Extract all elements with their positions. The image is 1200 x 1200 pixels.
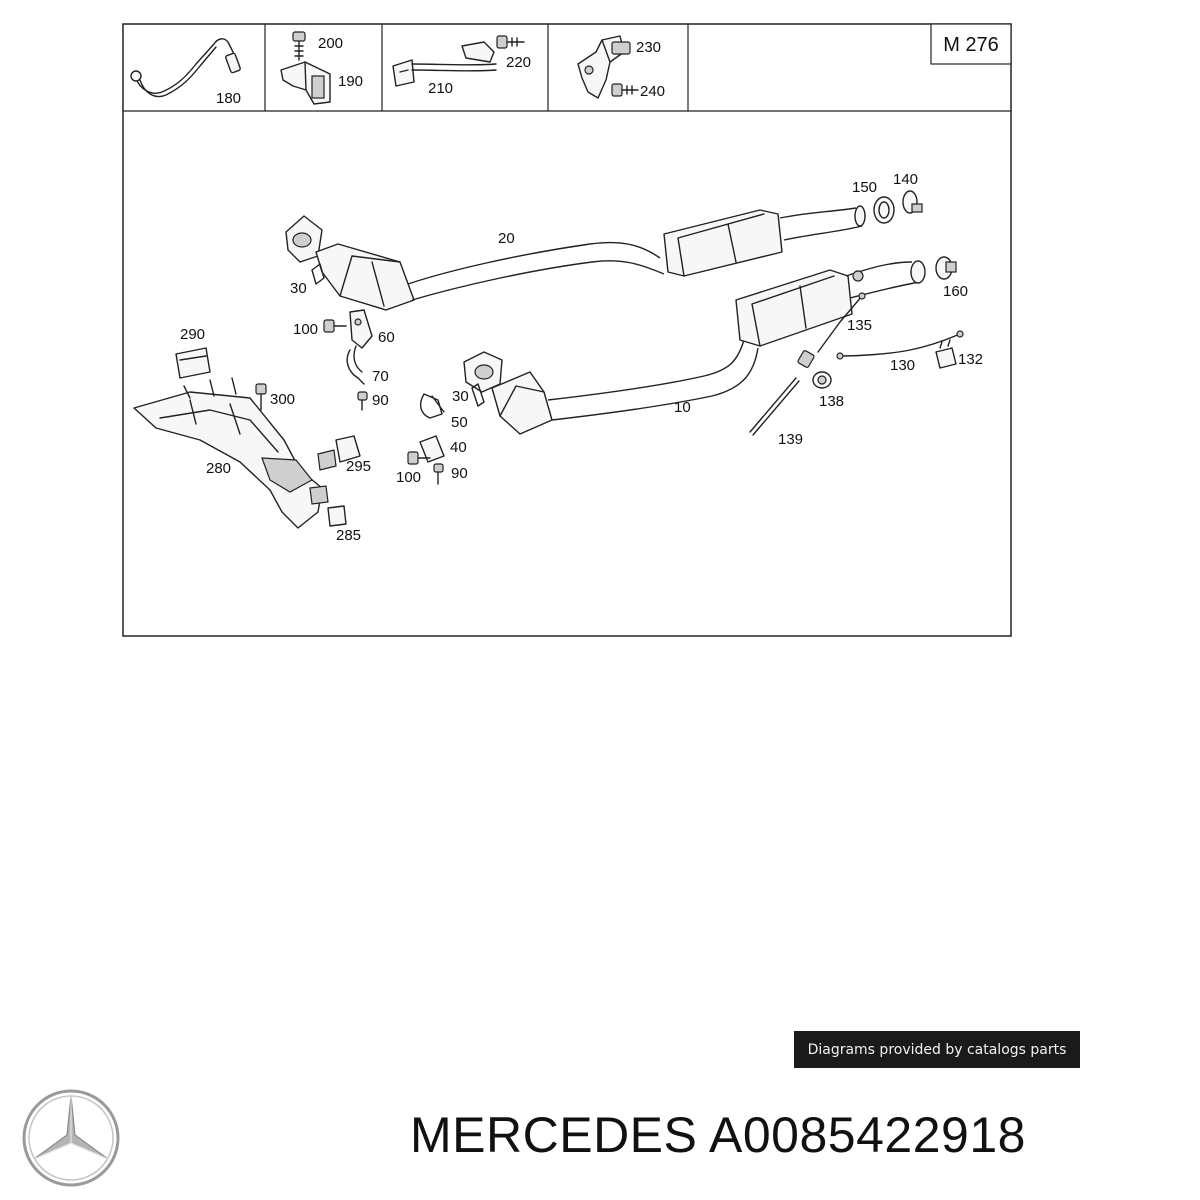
- callout-230: 230: [636, 39, 661, 56]
- part-30-gasket-upper: [311, 263, 325, 285]
- part-20-upper-exhaust: [285, 205, 866, 311]
- callout-140: 140: [893, 171, 918, 188]
- part-number: A0085422918: [709, 1107, 1026, 1163]
- callout-40: 40: [450, 439, 467, 456]
- part-139-strap: [749, 377, 800, 436]
- model-box: [930, 23, 1012, 65]
- callout-90b: 90: [451, 465, 468, 482]
- callout-100a: 100: [293, 321, 318, 338]
- part-70-hanger: [346, 345, 365, 385]
- callout-132: 132: [958, 351, 983, 368]
- callout-290: 290: [180, 326, 205, 343]
- callout-50: 50: [451, 414, 468, 431]
- part-285-rubber: [309, 485, 347, 527]
- diagram-frame: [122, 23, 1012, 637]
- part-230-bracket: [577, 35, 631, 99]
- part-180-oxygen-sensor: [130, 38, 241, 98]
- callout-210: 210: [428, 80, 453, 97]
- callout-139: 139: [778, 431, 803, 448]
- part-210-bracket: [392, 41, 497, 87]
- credit-banner: Diagrams provided by catalogs parts: [794, 1031, 1080, 1068]
- part-138-grommet: [812, 371, 832, 389]
- callout-240: 240: [640, 83, 665, 100]
- part-135-sensor: [797, 292, 866, 368]
- callout-10: 10: [674, 399, 691, 416]
- callout-138: 138: [819, 393, 844, 410]
- callout-180: 180: [216, 90, 241, 107]
- part-100-bolt-lower: [407, 451, 431, 465]
- callout-70: 70: [372, 368, 389, 385]
- part-100-bolt-upper: [323, 319, 347, 333]
- part-295-mount: [317, 435, 361, 471]
- part-50-hanger: [419, 393, 445, 419]
- callout-220: 220: [506, 54, 531, 71]
- callout-130: 130: [890, 357, 915, 374]
- part-60-bracket: [349, 309, 373, 349]
- part-300-bolt: [255, 383, 267, 411]
- callout-30a: 30: [290, 280, 307, 297]
- callout-30b: 30: [452, 388, 469, 405]
- part-10-lower-exhaust: [463, 260, 926, 435]
- part-30-gasket-lower: [471, 383, 485, 407]
- callout-60: 60: [378, 329, 395, 346]
- callout-135: 135: [847, 317, 872, 334]
- callout-285: 285: [336, 527, 361, 544]
- callout-90a: 90: [372, 392, 389, 409]
- mercedes-star-icon: [22, 1089, 120, 1187]
- part-160-clamp: [935, 256, 957, 280]
- callout-20: 20: [498, 230, 515, 247]
- part-200-bolt: [292, 31, 306, 61]
- model-label: M 276: [943, 34, 999, 56]
- part-90-bolt-lower: [433, 463, 444, 485]
- callout-280: 280: [206, 460, 231, 477]
- part-280-crossmember: [133, 377, 323, 529]
- callout-190: 190: [338, 73, 363, 90]
- part-240-bolt: [611, 83, 639, 97]
- callout-200: 200: [318, 35, 343, 52]
- callout-295: 295: [346, 458, 371, 475]
- part-220-bolt: [496, 35, 525, 49]
- part-130-cable: [836, 330, 964, 360]
- callout-150: 150: [852, 179, 877, 196]
- part-140-clamp: [902, 190, 923, 214]
- brand-part-title: MERCEDES A0085422918: [410, 1106, 1026, 1164]
- part-190-bracket: [280, 61, 331, 105]
- callout-160: 160: [943, 283, 968, 300]
- part-132-plug: [935, 339, 957, 369]
- callout-300: 300: [270, 391, 295, 408]
- part-150-ring: [873, 196, 895, 224]
- part-290-clip: [175, 347, 211, 379]
- callout-100b: 100: [396, 469, 421, 486]
- part-90-bolt-upper: [357, 391, 368, 411]
- brand-name: MERCEDES: [410, 1107, 698, 1163]
- part-40-bracket: [419, 435, 445, 463]
